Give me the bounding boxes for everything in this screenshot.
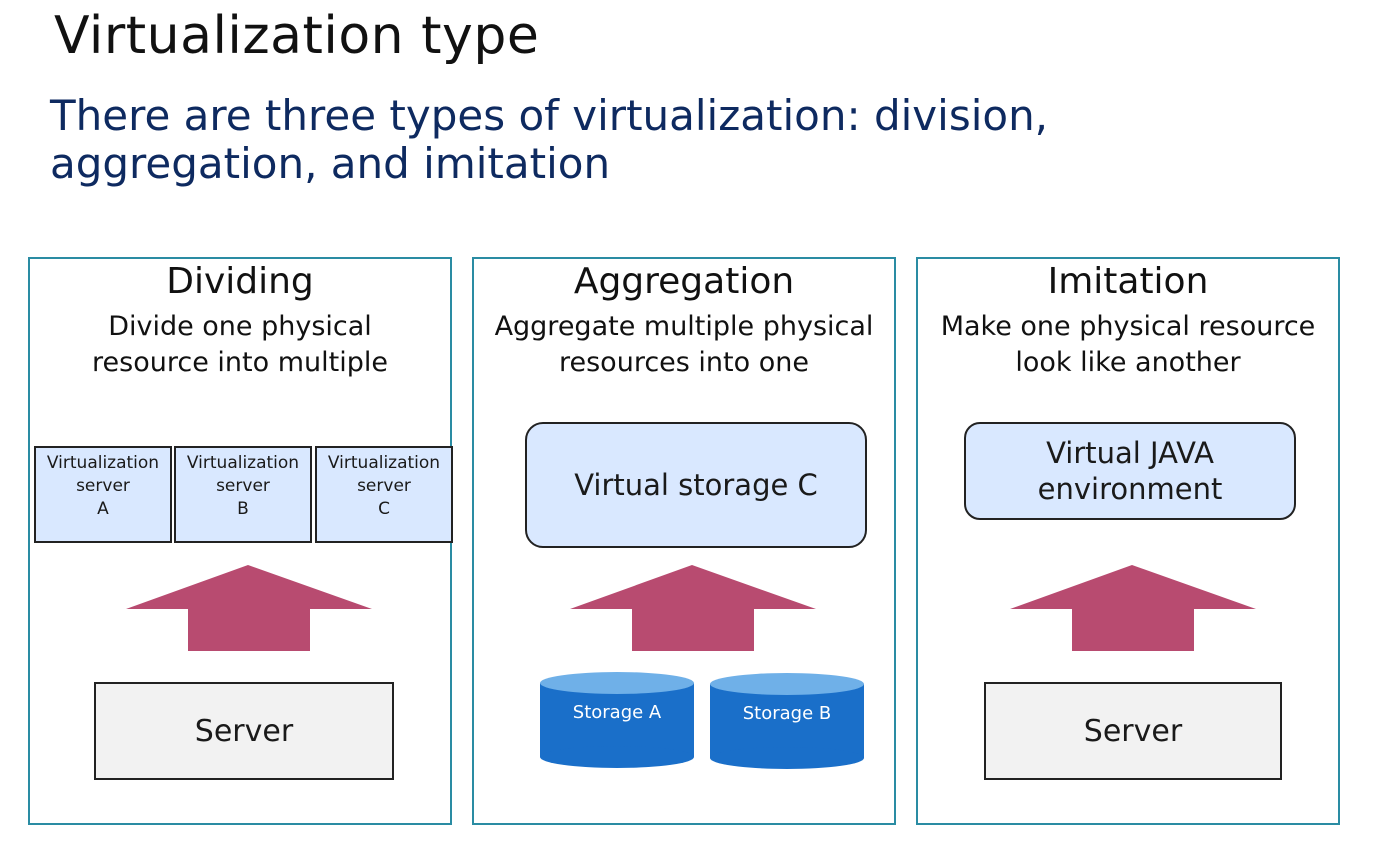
up-arrow-icon <box>126 565 372 651</box>
panel-heading: Dividing <box>166 261 314 302</box>
description-line: Aggregate multiple physical <box>494 311 874 342</box>
vserver-line: C <box>378 499 390 519</box>
panel-heading: Imitation <box>1047 261 1209 302</box>
vserver-line: Virtualization <box>46 453 160 473</box>
vserver-line: server <box>216 476 270 496</box>
storage-b-label: Storage B <box>743 703 832 724</box>
up-arrow-icon <box>570 565 816 651</box>
description-line: resource into multiple <box>92 347 388 378</box>
cylinder-top <box>710 673 864 695</box>
storage-a-icon: Storage A <box>540 672 694 768</box>
page-subtitle: There are three types of virtualization:… <box>50 91 1049 188</box>
description-line: Make one physical resource <box>940 311 1316 342</box>
vserver-line: Virtualization <box>186 453 300 473</box>
virtual-java-line: environment <box>1037 472 1223 506</box>
panel-dividing: Dividing Divide one physical resource in… <box>28 257 453 825</box>
page-title: Virtualization type <box>54 6 540 66</box>
virtualization-server-b: Virtualization server B <box>174 446 312 543</box>
cylinder-bottom <box>710 747 864 769</box>
vserver-line: Virtualization <box>327 453 441 473</box>
virtualization-server-c: Virtualization server C <box>315 446 453 543</box>
panel-aggregation: Aggregation Aggregate multiple physical … <box>472 257 896 825</box>
up-arrow-shape <box>570 565 816 651</box>
vserver-line: B <box>237 499 249 519</box>
panel-description: Divide one physical resource into multip… <box>30 309 450 381</box>
panel-description: Aggregate multiple physical resources in… <box>474 309 894 381</box>
panel-description: Make one physical resource look like ano… <box>918 309 1338 381</box>
description-line: resources into one <box>559 347 809 378</box>
virtual-storage-label: Virtual storage C <box>574 468 818 502</box>
physical-server: Server <box>94 682 394 780</box>
virtualization-server-a: Virtualization server A <box>34 446 172 543</box>
physical-server: Server <box>984 682 1282 780</box>
cylinder-top <box>540 672 694 694</box>
up-arrow-shape <box>126 565 372 651</box>
cylinder-body <box>710 684 864 758</box>
storage-a-label: Storage A <box>573 702 662 723</box>
vserver-line: server <box>76 476 130 496</box>
cylinder-body <box>540 683 694 757</box>
virtual-java-box: Virtual JAVA environment <box>964 422 1296 520</box>
description-line: Divide one physical <box>108 311 372 342</box>
cylinder-bottom <box>540 746 694 768</box>
vserver-line: A <box>97 499 109 519</box>
up-arrow-icon <box>1010 565 1256 651</box>
description-line: look like another <box>1015 347 1241 378</box>
virtual-storage-box: Virtual storage C <box>525 422 867 548</box>
storage-b-icon: Storage B <box>710 673 864 769</box>
panel-imitation: Imitation Make one physical resource loo… <box>916 257 1340 825</box>
vserver-line: server <box>357 476 411 496</box>
virtual-java-line: Virtual JAVA <box>1046 436 1214 470</box>
panel-heading: Aggregation <box>573 261 795 302</box>
up-arrow-shape <box>1010 565 1256 651</box>
